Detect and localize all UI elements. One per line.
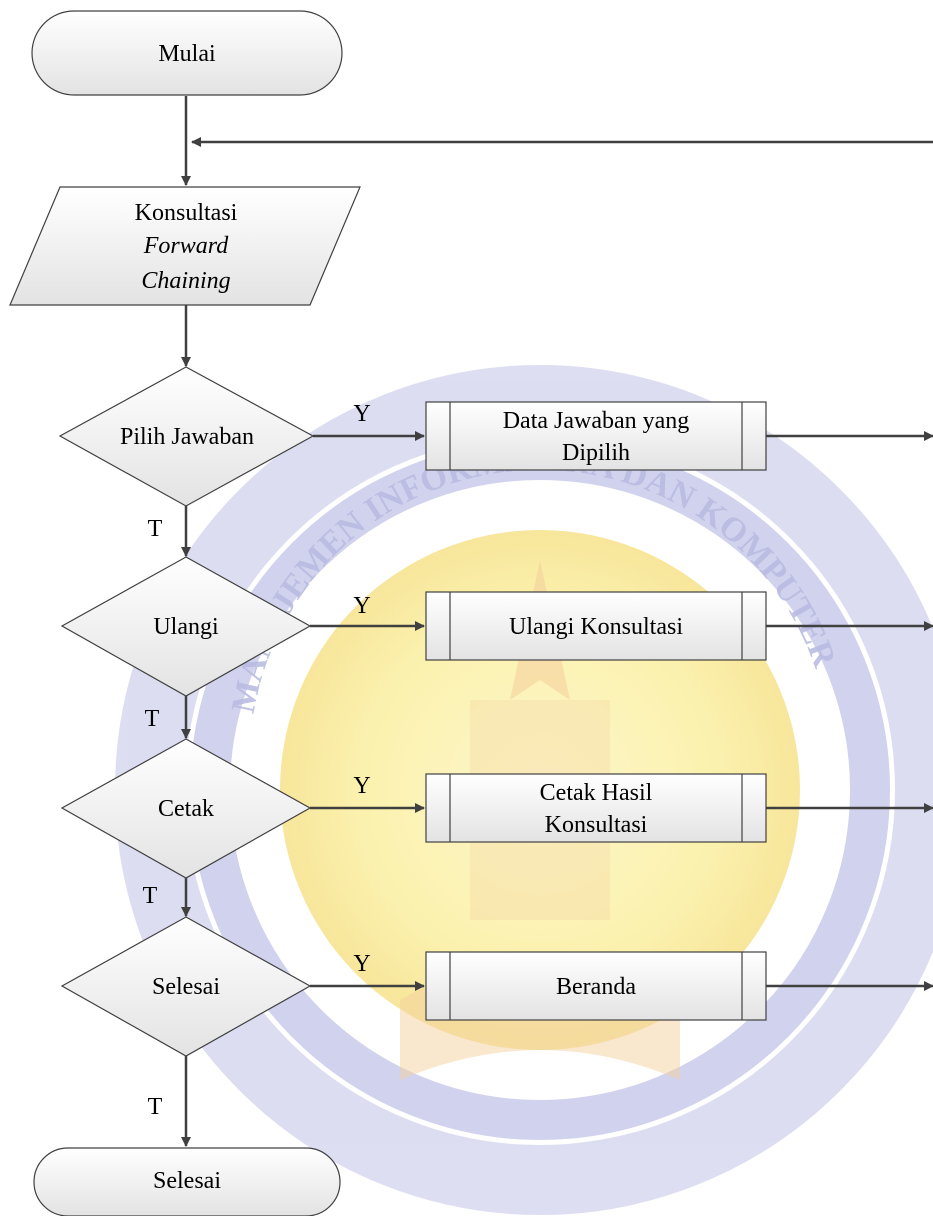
end-label: Selesai (153, 1168, 221, 1194)
decision-cetak: Cetak (60, 738, 312, 879)
process-beranda: Beranda (425, 951, 767, 1021)
process-2-label: Ulangi Konsultasi (509, 614, 683, 640)
edges (181, 96, 933, 1147)
process-3-label-line-1: Cetak Hasil (540, 780, 653, 806)
decision-4-label: Selesai (152, 974, 220, 1000)
decision-2-label: Ulangi (153, 614, 219, 640)
input-konsultasi: Konsultasi Forward Chaining (9, 186, 361, 306)
process-4-label: Beranda (556, 974, 636, 1000)
input-label-line-3: Chaining (141, 268, 230, 294)
process-1-label-line-2: Dipilih (562, 440, 630, 466)
input-label-line-1: Konsultasi (135, 200, 238, 226)
edge-labels: Y T Y T Y T Y T (143, 401, 371, 1120)
decision-3-label: Cetak (158, 796, 214, 822)
label-decision-2-no: T (145, 706, 160, 732)
decision-1-label: Pilih Jawaban (120, 424, 254, 450)
end-terminator: Selesai (33, 1147, 341, 1216)
label-decision-1-yes: Y (353, 401, 370, 427)
process-data-jawaban: Data Jawaban yang Dipilih (425, 401, 767, 471)
decision-ulangi: Ulangi (60, 556, 312, 697)
label-decision-1-no: T (148, 516, 163, 542)
process-1-label-line-1: Data Jawaban yang (503, 408, 690, 434)
input-label-line-2: Forward (143, 233, 229, 259)
start-label: Mulai (158, 41, 216, 67)
process-cetak-hasil: Cetak Hasil Konsultasi (425, 773, 767, 843)
label-decision-2-yes: Y (353, 593, 370, 619)
process-3-label-line-2: Konsultasi (545, 812, 648, 838)
label-decision-3-yes: Y (353, 773, 370, 799)
label-decision-4-yes: Y (353, 951, 370, 977)
start-terminator: Mulai (31, 10, 343, 96)
decision-selesai: Selesai (60, 916, 312, 1057)
decision-pilih-jawaban: Pilih Jawaban (58, 366, 315, 507)
process-ulangi-konsultasi: Ulangi Konsultasi (425, 591, 767, 661)
label-decision-4-no: T (148, 1094, 163, 1120)
label-decision-3-no: T (143, 883, 158, 909)
